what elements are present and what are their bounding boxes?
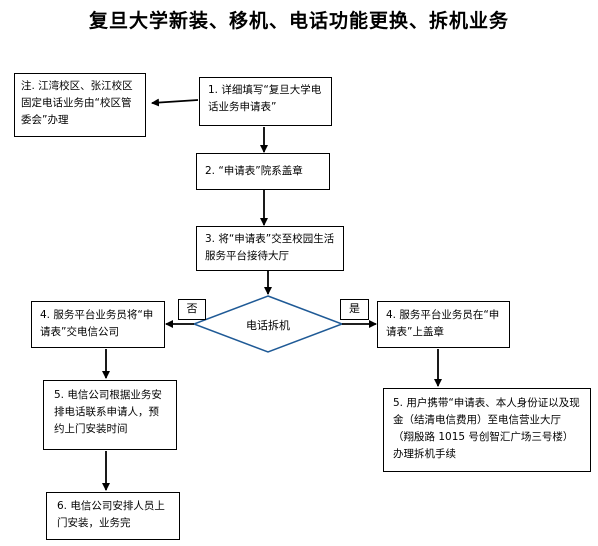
step-1-box: 1. 详细填写“复旦大学电话业务申请表” — [199, 77, 332, 126]
decision-yes-label: 是 — [340, 299, 369, 320]
decision-no-label: 否 — [178, 299, 206, 320]
note-box: 注. 江湾校区、张江校区固定电话业务由“校区管委会”办理 — [14, 73, 146, 137]
left-step-5-box: 5. 电信公司根据业务安排电话联系申请人，预约上门安装时间 — [43, 380, 177, 450]
page-title: 复旦大学新装、移机、电话功能更换、拆机业务 — [88, 10, 509, 32]
right-step-5-box: 5. 用户携带“申请表、本人身份证以及现金（结清电信费用）至电信营业大厅（翔殷路… — [383, 388, 591, 472]
decision-diamond — [191, 295, 345, 353]
decision-label: 电话拆机 — [246, 319, 290, 332]
step-2-box: 2. “申请表”院系盖章 — [196, 153, 330, 190]
left-step-6-box: 6. 电信公司安排人员上门安装，业务完 — [46, 492, 180, 540]
arrow-step1-to-note — [151, 98, 199, 107]
left-step-4-box: 4. 服务平台业务员将“申请表”交电信公司 — [31, 301, 165, 348]
step-3-box: 3. 将“申请表”交至校园生活服务平台接待大厅 — [196, 226, 344, 271]
right-step-4-box: 4. 服务平台业务员在“申请表”上盖章 — [377, 301, 510, 348]
